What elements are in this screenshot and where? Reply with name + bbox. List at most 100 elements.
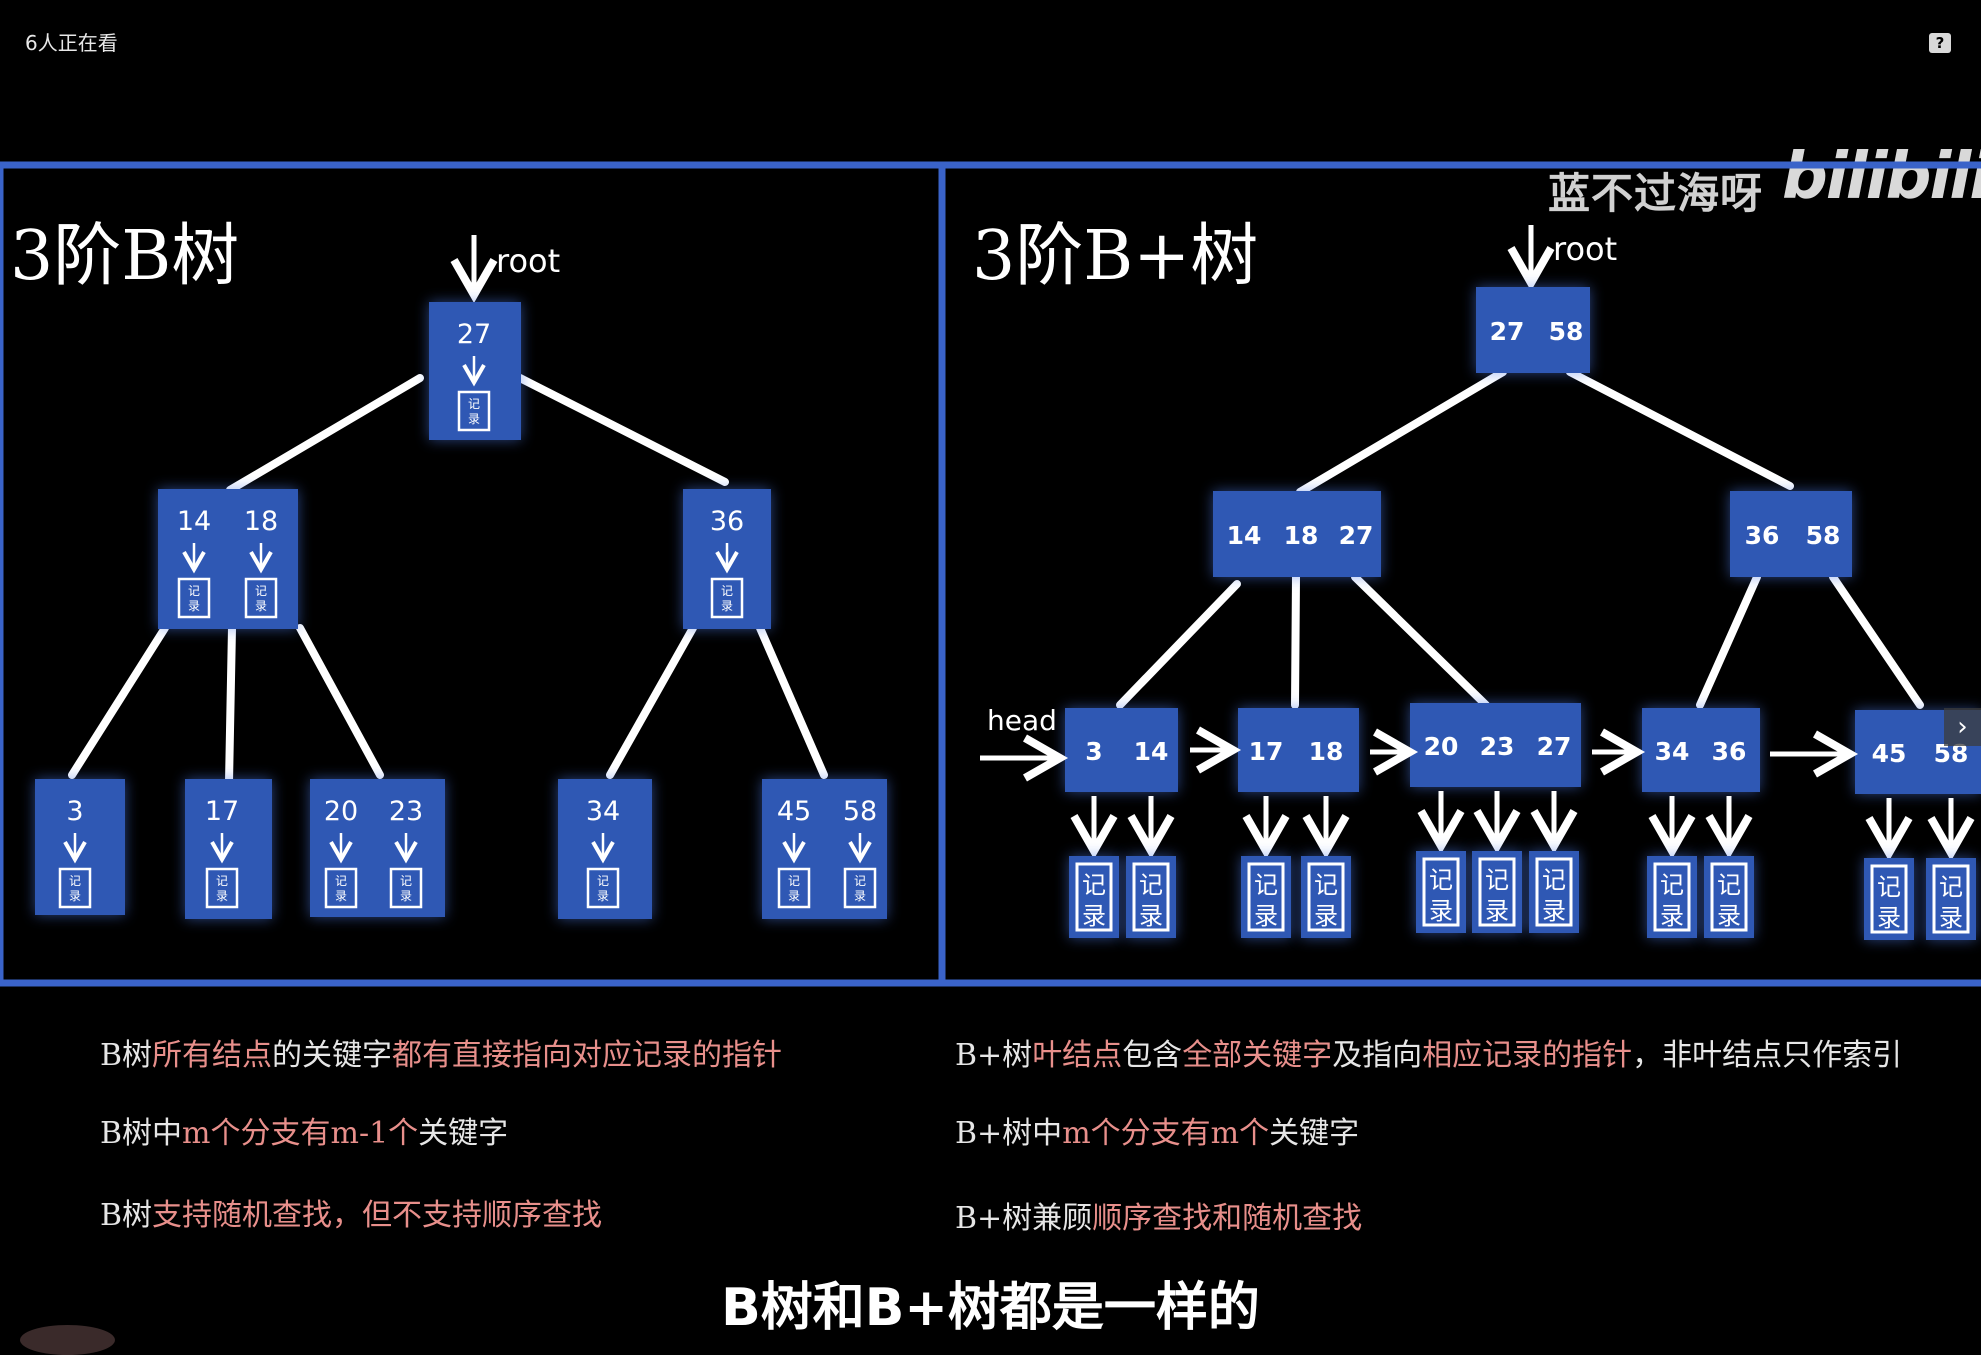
node-key: 58 (1549, 317, 1584, 346)
record-label: 录 (400, 889, 412, 903)
desc-segment: 关键字 (418, 1116, 509, 1151)
record-label: 记 (69, 874, 81, 888)
record-label: 录 (1254, 902, 1278, 930)
node-key: 18 (244, 506, 278, 537)
node-key: 45 (1872, 739, 1907, 768)
bplustree-node-mid-left (1213, 491, 1381, 577)
node-key: 23 (389, 796, 423, 827)
desc-segment: 相应记录的指针 (1422, 1038, 1633, 1073)
node-key: 18 (1309, 737, 1344, 766)
desc-segment: m个分支有m个 (1062, 1116, 1270, 1151)
record-label: 记 (1314, 871, 1338, 899)
head-label: head (987, 704, 1057, 737)
record-label: 记 (788, 874, 800, 888)
record-box (244, 577, 278, 619)
record-label: 录 (1314, 902, 1338, 930)
bplustree-title: 3阶B+树 (972, 217, 1259, 296)
tree-edge (1566, 368, 1794, 490)
record-label: 记 (1082, 871, 1106, 899)
record-label: 录 (1429, 897, 1453, 925)
desc-segment: 所有结点 (152, 1038, 273, 1073)
help-icon[interactable]: ? (1929, 33, 1951, 53)
tree-edge (516, 374, 729, 486)
node-key: 20 (1424, 732, 1459, 761)
desc-segment: 都有直接指向对应记录的指针 (392, 1038, 783, 1073)
record-label: 记 (1485, 866, 1509, 894)
record-box (1422, 857, 1460, 927)
tree-edge (1829, 573, 1924, 709)
bplustree-leaf-1 (1065, 708, 1178, 792)
record-box (324, 867, 358, 909)
desc-segment: B树中 (100, 1116, 183, 1151)
tree-edge (296, 624, 384, 779)
record-box (205, 867, 239, 909)
btree-desc-2: B树中m个分支有m-1个关键字 (100, 1108, 508, 1152)
node-key: 27 (1537, 732, 1572, 761)
desc-segment: m个分支有m-1个 (182, 1116, 419, 1151)
record-label: 录 (1542, 897, 1566, 925)
node-key: 58 (1806, 521, 1841, 550)
node-key: 17 (205, 796, 239, 827)
node-key: 34 (1655, 737, 1690, 766)
record-label: 录 (721, 599, 733, 613)
record-box (710, 577, 744, 619)
root-label: root (496, 242, 560, 280)
desc-segment: 支持随机查找，但不支持顺序查找 (152, 1198, 603, 1233)
record-box (1075, 862, 1113, 932)
bplustree-desc-3: B+树兼顾顺序查找和随机查找 (955, 1193, 1362, 1237)
next-chevron-icon[interactable]: › (1944, 708, 1981, 746)
desc-segment: 顺序查找和随机查找 (1092, 1201, 1363, 1236)
tree-edge (1291, 573, 1300, 709)
record-label: 录 (1082, 902, 1106, 930)
tree-edge (68, 624, 169, 779)
record-label: 记 (1429, 866, 1453, 894)
bplustree-leaf-2 (1238, 708, 1359, 792)
node-key: 36 (1745, 521, 1780, 550)
viewer-count: 6人正在看 (25, 31, 118, 55)
subtitle-caption: B树和B+树都是一样的 (721, 1278, 1260, 1338)
record-label: 录 (216, 889, 228, 903)
node-key: 17 (1249, 737, 1284, 766)
record-box (1870, 864, 1908, 934)
node-key: 36 (1712, 737, 1747, 766)
record-box (843, 867, 877, 909)
record-label: 记 (255, 584, 267, 598)
btree-title: 3阶B树 (10, 217, 240, 296)
record-label: 记 (1139, 871, 1163, 899)
node-key: 14 (1134, 737, 1169, 766)
node-key: 27 (457, 319, 491, 350)
tree-edge (226, 374, 424, 494)
record-label: 录 (1139, 902, 1163, 930)
record-box (389, 867, 423, 909)
record-box (586, 867, 620, 909)
node-key: 58 (843, 796, 877, 827)
record-label: 记 (468, 397, 480, 411)
record-label: 录 (69, 889, 81, 903)
record-label: 录 (255, 599, 267, 613)
record-label: 记 (1254, 871, 1278, 899)
record-label: 记 (188, 584, 200, 598)
desc-segment: 的关键字 (272, 1038, 393, 1073)
record-label: 录 (1717, 902, 1741, 930)
bplustree-panel-frame (938, 161, 1981, 987)
desc-segment: 关键字 (1269, 1116, 1360, 1151)
desc-segment: B树 (100, 1038, 153, 1073)
tree-edge (1696, 573, 1761, 709)
node-key: 23 (1480, 732, 1515, 761)
desc-segment: ，非叶结点只作索引 (1632, 1038, 1903, 1073)
record-label: 记 (597, 874, 609, 888)
bplustree-leaf-4 (1642, 708, 1760, 792)
record-label: 记 (854, 874, 866, 888)
desc-segment: 及指向 (1332, 1038, 1423, 1073)
desc-segment: 叶结点 (1032, 1038, 1123, 1073)
node-key: 45 (777, 796, 811, 827)
bplustree-desc-2: B+树中m个分支有m个关键字 (955, 1108, 1359, 1152)
record-label: 记 (1542, 866, 1566, 894)
node-key: 27 (1339, 521, 1374, 550)
btree-desc-3: B树支持随机查找，但不支持顺序查找 (100, 1190, 602, 1234)
record-label: 录 (597, 889, 609, 903)
record-box (58, 867, 92, 909)
root-label: root (1553, 230, 1617, 268)
btree-node-mid-left (158, 489, 298, 629)
record-box (1247, 862, 1285, 932)
